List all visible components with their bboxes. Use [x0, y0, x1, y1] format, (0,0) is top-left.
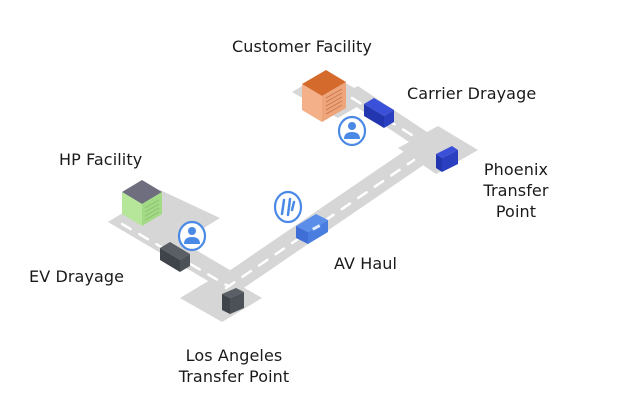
phoenix-line-2: Transfer [483, 181, 549, 200]
customer-facility-label: Customer Facility [232, 37, 372, 56]
phoenix-line-1: Phoenix [483, 160, 549, 179]
phoenix-parked-trailer [436, 146, 458, 172]
ev-drayage-label: EV Drayage [29, 267, 125, 286]
la-transfer-point-label: Los Angeles Transfer Point [160, 345, 308, 387]
phoenix-line-3: Point [495, 202, 537, 221]
av-truck [296, 214, 328, 244]
la-parked-trailer [222, 288, 244, 314]
carrier-truck [364, 98, 394, 128]
customer-building [302, 70, 346, 122]
carrier-drayage-label: Carrier Drayage [407, 84, 537, 103]
driver-icon [177, 220, 207, 252]
ev-truck [160, 242, 190, 272]
la-transfer-pad [180, 274, 262, 322]
av-haul-label: AV Haul [334, 254, 398, 273]
hp-facility-label: HP Facility [59, 150, 143, 169]
phoenix-transfer-point-label: Phoenix Transfer Point [476, 159, 556, 222]
autonomous-icon [273, 190, 303, 224]
la-line-1: Los Angeles [185, 346, 283, 365]
driver-icon [337, 115, 367, 147]
la-line-2: Transfer Point [178, 367, 290, 386]
hp-building [122, 180, 162, 226]
